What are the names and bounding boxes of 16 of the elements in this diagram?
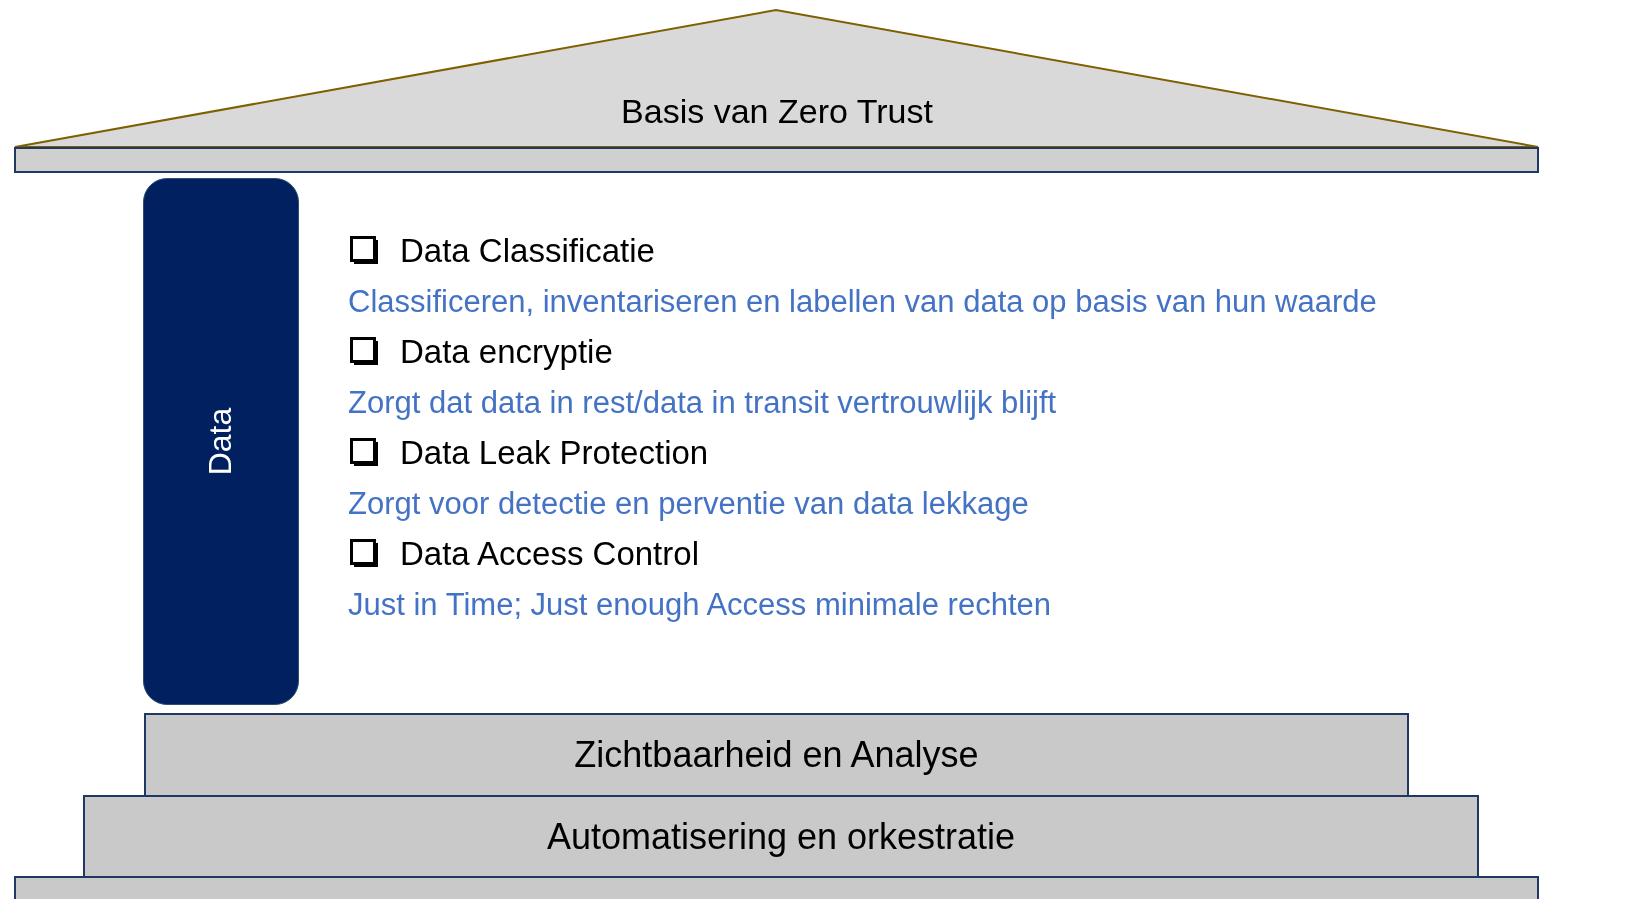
item-description: Zorgt voor detectie en perventie van data lekkage — [348, 485, 1029, 522]
pillar — [143, 178, 299, 705]
pillar-label: Data — [202, 407, 240, 476]
item-heading: Data Access Control — [400, 535, 699, 574]
layer-label: Zichtbaarheid en Analyse — [574, 734, 979, 776]
item-description: Just in Time; Just enough Access minimale rechten — [348, 586, 1051, 623]
roof-title: Basis van Zero Trust — [620, 92, 934, 131]
automation-layer — [83, 795, 1479, 878]
layer-label: Automatisering en orkestratie — [546, 815, 1016, 858]
analysis-layer — [144, 713, 1409, 797]
roof-beam — [14, 147, 1539, 173]
item-description: Classificeren, inventariseren en labellen van data op basis van hun waarde — [348, 283, 1377, 320]
item-heading: Data Classificatie — [400, 232, 655, 271]
item-description: Zorgt dat data in rest/data in transit vertrouwlijk blijft — [348, 384, 1057, 421]
item-heading: Data encryptie — [400, 333, 613, 372]
item-heading: Data Leak Protection — [400, 434, 709, 473]
